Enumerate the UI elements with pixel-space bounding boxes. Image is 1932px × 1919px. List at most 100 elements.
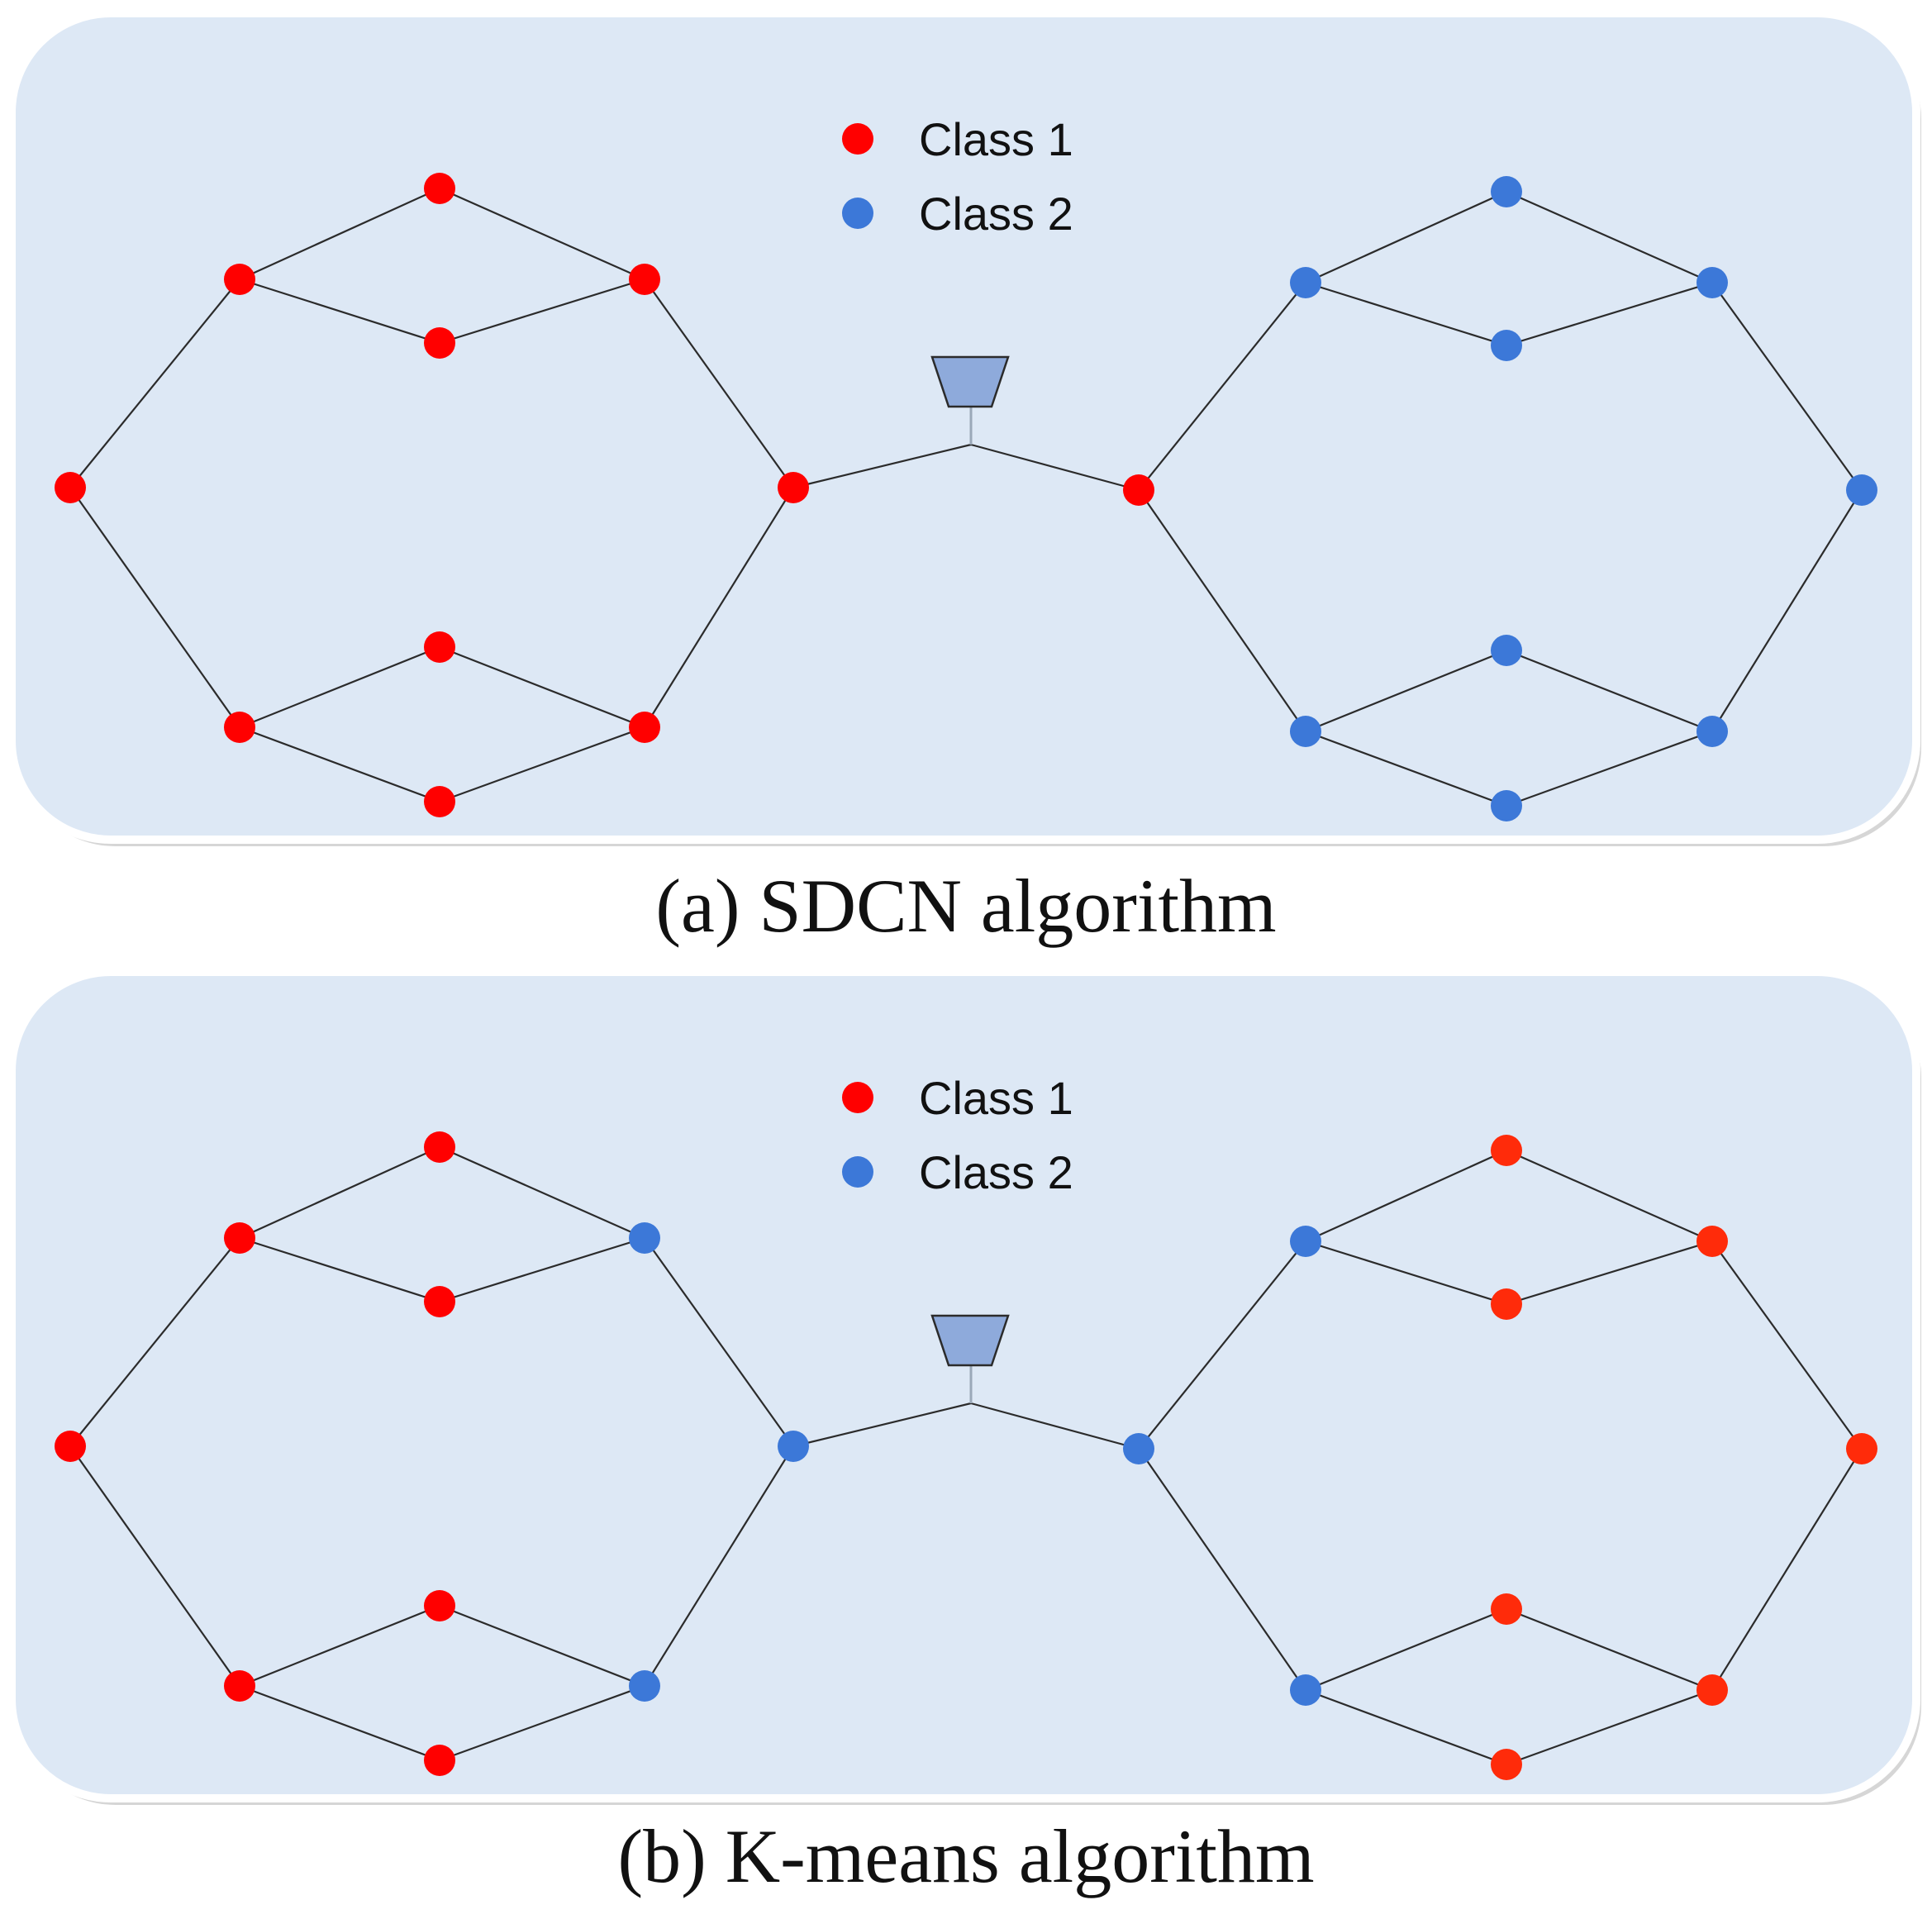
node-l-upper-mid	[424, 327, 455, 359]
hub-edge-right	[970, 443, 1140, 492]
graph-edge	[69, 1445, 240, 1687]
graph-edge	[439, 1684, 645, 1762]
node-l-bridge	[778, 472, 809, 503]
node-r-lower-mid-top	[1491, 635, 1522, 666]
node-r-bridge	[1123, 1433, 1154, 1464]
legend-label-class-2: Class 2	[919, 188, 1073, 240]
graph-edge	[644, 487, 794, 728]
graph-edge	[644, 279, 794, 488]
graph-edge	[239, 187, 440, 281]
graph-edge	[1305, 190, 1507, 284]
node-l-upper-mid	[424, 1286, 455, 1317]
node-r-bridge	[1123, 474, 1154, 506]
node-l-upper-right	[629, 1222, 660, 1254]
graph-edge	[1506, 1240, 1713, 1306]
graph-edge	[1711, 489, 1863, 732]
panel-background	[7, 9, 1920, 844]
node-r-top	[1491, 1135, 1522, 1166]
node-l-bottom	[424, 786, 455, 817]
legend-label-class-1: Class 1	[919, 113, 1073, 165]
graph-edge	[69, 279, 240, 488]
graph-edge	[1506, 1688, 1713, 1766]
graph-edge	[1506, 730, 1713, 807]
graph-edge	[644, 1445, 794, 1687]
panel-background	[7, 968, 1920, 1802]
graph-edge	[1305, 730, 1507, 807]
graph-edge	[1506, 1149, 1713, 1243]
node-l-upper-left	[224, 264, 255, 295]
graph-edge	[439, 1236, 645, 1303]
node-r-far-right	[1846, 474, 1877, 506]
node-l-lower-left	[224, 1670, 255, 1702]
graph-edge	[1305, 1149, 1507, 1243]
legend-label-class-1: Class 1	[919, 1072, 1073, 1124]
node-l-top	[424, 1131, 455, 1163]
graph-edge	[1711, 1448, 1863, 1691]
graph-edge	[439, 278, 645, 345]
legend-marker-class-1	[842, 123, 873, 155]
node-l-lower-right	[629, 1670, 660, 1702]
graph-edge	[439, 1145, 645, 1240]
graph-edge	[439, 1604, 645, 1688]
graph-edge	[1506, 190, 1713, 284]
node-r-upper-mid	[1491, 1288, 1522, 1320]
graph-edge	[1305, 649, 1507, 733]
graph-edge	[1305, 1607, 1507, 1692]
graph-edge	[239, 726, 440, 803]
device-icon	[930, 355, 1010, 408]
graph-edge	[1711, 282, 1863, 491]
node-r-lower-left	[1290, 1674, 1321, 1706]
graph-edge	[239, 1604, 440, 1688]
node-r-upper-right	[1696, 267, 1728, 298]
node-r-lower-left	[1290, 716, 1321, 747]
hub-edge-left	[792, 443, 972, 489]
caption-b: (b) K-means algorithm	[617, 1814, 1315, 1898]
node-l-far-left	[55, 1431, 86, 1462]
node-l-upper-right	[629, 264, 660, 295]
node-l-lower-left	[224, 712, 255, 743]
graph-edge	[1506, 281, 1713, 347]
node-r-lower-right	[1696, 1674, 1728, 1706]
node-l-bottom	[424, 1745, 455, 1776]
node-r-upper-left	[1290, 1226, 1321, 1257]
graph-edge	[1138, 1240, 1306, 1450]
node-l-bridge	[778, 1431, 809, 1462]
node-l-far-left	[55, 472, 86, 503]
caption-a: (a) SDCN algorithm	[655, 864, 1277, 948]
hub-edge-right	[970, 1402, 1140, 1450]
node-l-lower-right	[629, 712, 660, 743]
node-r-lower-mid-top	[1491, 1593, 1522, 1625]
graph-edge	[239, 278, 440, 345]
graph-edge	[1305, 281, 1507, 347]
graph-edge	[439, 726, 645, 803]
graph-edge	[644, 1237, 794, 1447]
node-l-top	[424, 173, 455, 204]
node-r-upper-right	[1696, 1226, 1728, 1257]
graph-panel-a: Class 1 Class 2	[7, 9, 1921, 846]
graph-edge	[1305, 1688, 1507, 1766]
graph-edge	[239, 1145, 440, 1240]
node-r-upper-mid	[1491, 330, 1522, 361]
graph-edge	[439, 645, 645, 729]
graph-edge	[1138, 1448, 1306, 1691]
node-r-far-right	[1846, 1433, 1877, 1464]
graph-edge	[69, 1237, 240, 1447]
device-icon	[930, 1314, 1010, 1367]
legend-marker-class-1	[842, 1082, 873, 1113]
graph-edge	[239, 1236, 440, 1303]
node-r-bottom	[1491, 1749, 1522, 1780]
node-l-lower-mid-top	[424, 631, 455, 663]
graph-edge	[1506, 1607, 1713, 1692]
graph-edge	[69, 487, 240, 728]
node-r-lower-right	[1696, 716, 1728, 747]
graph-edge	[1506, 649, 1713, 733]
graph-edge	[1138, 489, 1306, 732]
node-r-top	[1491, 176, 1522, 207]
graph-edge	[1305, 1240, 1507, 1306]
legend-marker-class-2	[842, 1156, 873, 1188]
node-l-upper-left	[224, 1222, 255, 1254]
graph-edge	[439, 187, 645, 281]
